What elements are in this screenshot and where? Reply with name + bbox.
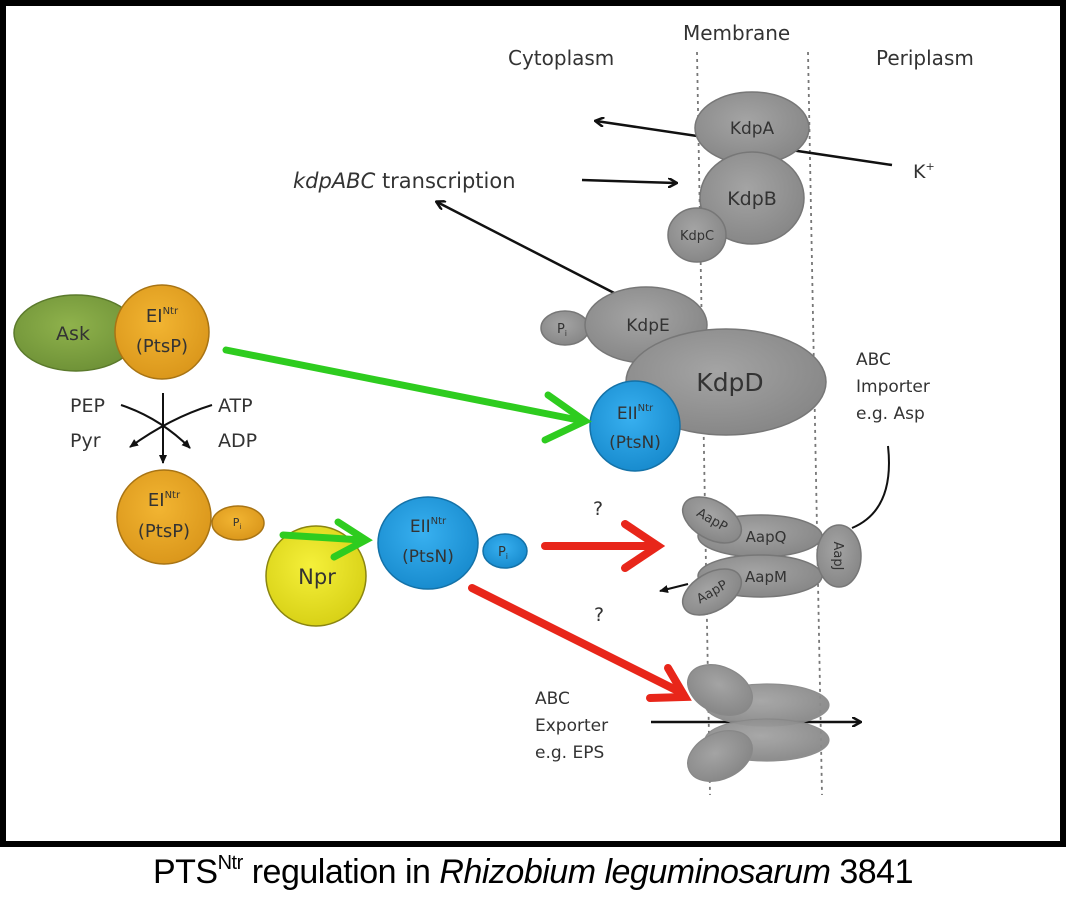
eintr-label: EINtr bbox=[146, 306, 179, 327]
eintr-ptsp-protein bbox=[114, 284, 210, 380]
kdpe-pi-label: Pi bbox=[557, 322, 567, 338]
potassium-ion-label: K+ bbox=[913, 160, 935, 183]
eiintr-kdpd-bound-protein bbox=[589, 380, 681, 472]
red-arrow-importer-head bbox=[621, 520, 666, 572]
figure-frame bbox=[0, 0, 1066, 847]
npr-label: Npr bbox=[298, 565, 336, 589]
pep-label: PEP bbox=[70, 395, 105, 417]
figure-caption: PTSNtr regulation in Rhizobium leguminos… bbox=[0, 852, 1066, 892]
exporter-upper-nbd bbox=[687, 664, 753, 716]
aapq-label: AapQ bbox=[746, 528, 787, 546]
green-arrow-npr-to-eiintr bbox=[279, 531, 366, 544]
kdpb-label: KdpB bbox=[727, 188, 777, 210]
kdpabc-transcription-label: kdpABC transcription bbox=[293, 169, 516, 193]
eiintr-label: EIINtr bbox=[617, 403, 654, 424]
adp-label: ADP bbox=[218, 430, 257, 452]
kdpd-label: KdpD bbox=[696, 368, 763, 397]
eiintr-ptsn-phosphorylated-protein bbox=[377, 496, 479, 590]
red-arrow-exporter-head bbox=[646, 664, 692, 702]
aapp-top-protein bbox=[681, 496, 743, 544]
caption-pts: PTS bbox=[152, 853, 218, 891]
importer-question-mark: ? bbox=[593, 498, 603, 520]
ptsp-label: (PtsP) bbox=[136, 336, 188, 357]
kdpe-phosphate bbox=[540, 310, 590, 346]
importer-label-leader-line bbox=[851, 445, 890, 529]
aapm-label: AapM bbox=[745, 568, 787, 586]
atp-label: ATP bbox=[218, 395, 253, 417]
caption-ntr-superscript: Ntr bbox=[217, 852, 244, 874]
caption-organism: Rhizobium leguminosarum bbox=[439, 853, 831, 891]
cytoplasm-label: Cytoplasm bbox=[508, 46, 614, 70]
ptsn-label: (PtsN) bbox=[609, 433, 661, 453]
eiintr-phosphate bbox=[482, 533, 528, 569]
eintr-p-label: EINtr bbox=[148, 490, 181, 511]
exporter-lower-nbd bbox=[687, 730, 753, 782]
eintr-phosphate bbox=[211, 505, 265, 541]
importer-label-line1: ABC bbox=[856, 350, 891, 370]
pyr-label: Pyr bbox=[70, 430, 101, 452]
importer-uptake-arrow bbox=[659, 583, 689, 593]
exporter-question-mark: ? bbox=[594, 604, 604, 626]
atp-to-adp-arrow bbox=[129, 404, 213, 448]
kdpc-label: KdpC bbox=[680, 229, 714, 244]
kdpb-protein bbox=[699, 151, 805, 245]
exporter-label-line1: ABC bbox=[535, 689, 570, 709]
eiintr-p-label: EIINtr bbox=[410, 516, 447, 537]
kdpe-label: KdpE bbox=[626, 316, 669, 336]
importer-label-line3: e.g. Asp bbox=[856, 404, 925, 424]
caption-middle: regulation in bbox=[242, 853, 440, 891]
pts-diagram: Cytoplasm Membrane Periplasm K+ KdpA Kdp… bbox=[13, 21, 974, 796]
eintr-ptsp-phosphorylated-protein bbox=[116, 469, 212, 565]
red-arrow-to-exporter bbox=[468, 584, 686, 697]
kdpe-to-transcription-arrow bbox=[437, 202, 621, 298]
importer-label-line2: Importer bbox=[856, 377, 930, 397]
eiintr-pi-label: Pi bbox=[498, 545, 508, 561]
aapp-bottom-protein bbox=[681, 568, 743, 616]
membrane-outer-boundary bbox=[807, 51, 823, 796]
green-arrow-eintr-to-eiintr bbox=[222, 346, 582, 424]
ask-label: Ask bbox=[56, 323, 90, 345]
aapj-protein bbox=[816, 524, 862, 588]
kdpc-protein bbox=[667, 207, 727, 263]
green-arrow-head bbox=[541, 391, 592, 444]
periplasm-label: Periplasm bbox=[876, 46, 974, 70]
aapj-label: AapJ bbox=[830, 542, 845, 571]
green-arrow-short-head bbox=[330, 518, 373, 561]
ptsn-p-label: (PtsN) bbox=[402, 547, 454, 567]
eintr-pi-label: Pi bbox=[233, 516, 242, 531]
ptsp-p-label: (PtsP) bbox=[138, 521, 190, 542]
pep-to-pyr-arrow bbox=[120, 404, 191, 449]
kdpa-label: KdpA bbox=[730, 119, 775, 139]
membrane-label: Membrane bbox=[683, 21, 790, 45]
transcription-to-kdp-arrow bbox=[581, 180, 676, 183]
exporter-label-line2: Exporter bbox=[535, 716, 608, 736]
caption-strain: 3841 bbox=[830, 853, 914, 891]
exporter-label-line3: e.g. EPS bbox=[535, 743, 604, 763]
